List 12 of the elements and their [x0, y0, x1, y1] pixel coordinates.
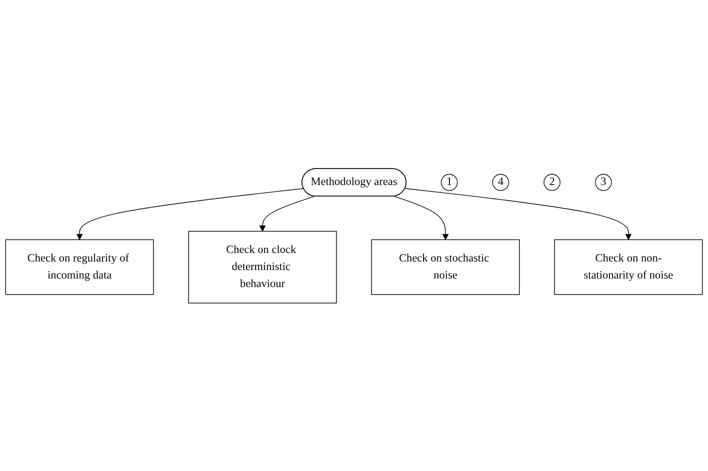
node-box: Check on stochastic noise: [371, 239, 520, 295]
node-circle: 2: [544, 174, 560, 190]
arrow: [259, 196, 315, 232]
node-circle: 3: [594, 174, 612, 190]
node-box: Check on non-stationarity of noise: [554, 239, 703, 295]
arrow: [76, 188, 304, 240]
arrow: [394, 196, 449, 240]
node-circle: 4: [492, 174, 510, 190]
arrow: [404, 188, 632, 240]
node-box: Check on regularity of incoming data: [5, 239, 154, 295]
node-box: Check on clock deterministic behaviour: [188, 230, 337, 304]
node-circle: 1: [440, 174, 458, 190]
